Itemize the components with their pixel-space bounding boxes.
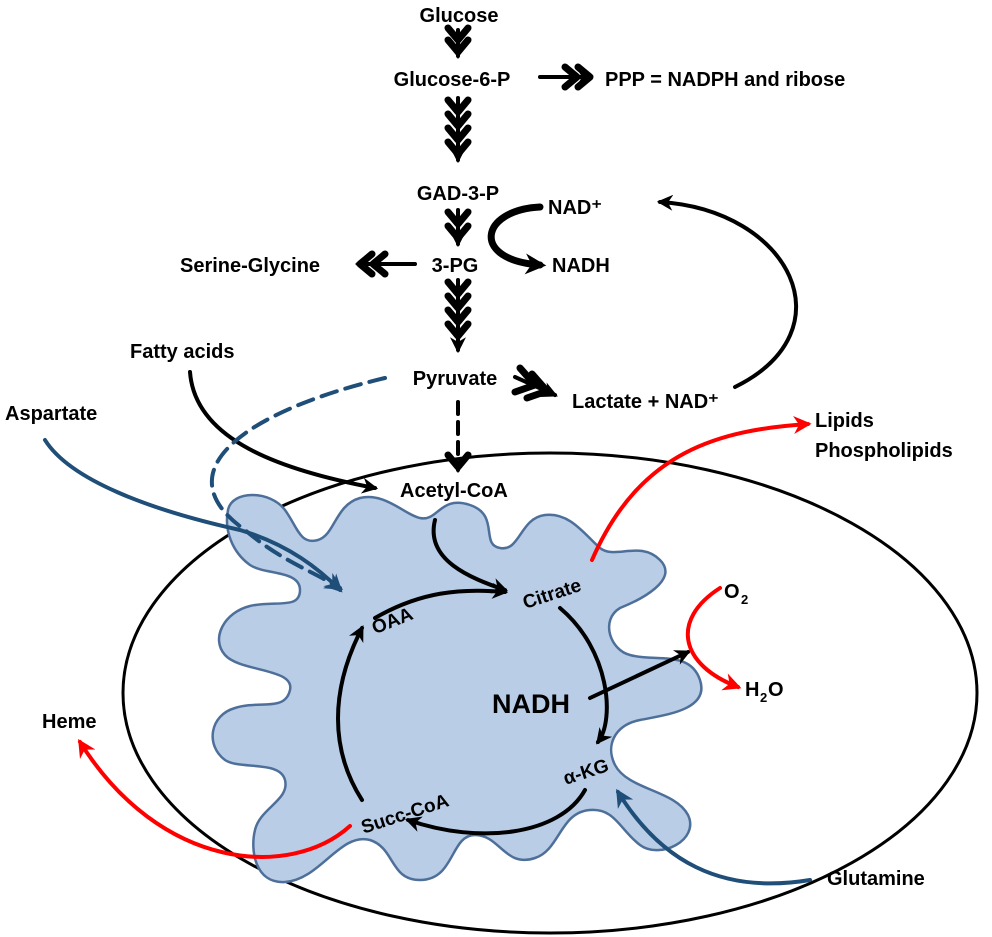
svg-text:2: 2 — [741, 592, 748, 607]
label-glucose: Glucose — [420, 5, 499, 27]
arrow-lactate-nad-loop — [656, 194, 798, 389]
label-h2o: H 2 O — [745, 679, 784, 705]
glycolysis-arrows — [444, 24, 472, 474]
mitochondrion-shape — [211, 493, 703, 884]
arrow-glutamine-akg — [616, 788, 812, 886]
lactate-chevrons — [511, 364, 551, 402]
arrow-citrate-lipids — [590, 416, 812, 562]
arrow-oaa-citrate — [373, 582, 509, 620]
svg-text:H: H — [745, 679, 759, 701]
label-serine-glycine: Serine-Glycine — [180, 255, 320, 277]
svg-text:O: O — [768, 679, 784, 701]
label-o2: O 2 — [724, 581, 748, 607]
label-pyruvate: Pyruvate — [413, 368, 498, 390]
arrow-citrate-akg — [558, 606, 613, 745]
label-glucose-6-p: Glucose-6-P — [394, 69, 511, 91]
arrow-aspartate-oaa — [43, 438, 343, 593]
arrow-nad-nadh — [487, 203, 547, 275]
label-lactate-nad: Lactate + NAD⁺ — [572, 391, 719, 413]
serine-chevrons — [356, 250, 389, 278]
arrow-succcoa-heme — [78, 738, 352, 859]
label-gad-3-p: GAD-3-P — [417, 183, 499, 205]
svg-text:O: O — [724, 581, 740, 603]
arrow-nadh-etc — [588, 650, 691, 700]
arrow-succcoa-oaa — [336, 625, 364, 802]
label-fatty-acids: Fatty acids — [130, 341, 234, 363]
label-nad-plus: NAD⁺ — [548, 197, 602, 219]
arrow-fattyacids-acetylcoa — [188, 370, 379, 494]
label-acetyl-coa: Acetyl-CoA — [400, 480, 508, 502]
label-lipids: Lipids — [815, 410, 874, 432]
label-phospholipids: Phospholipids — [815, 440, 953, 462]
label-nadh-small: NADH — [552, 255, 610, 277]
arrow-o2-h2o — [685, 586, 742, 691]
label-heme: Heme — [42, 711, 96, 733]
cell-outline — [121, 451, 979, 935]
arrow-akg-succcoa — [404, 788, 587, 836]
arrow-pyruvate-oaa-dashed — [209, 376, 387, 590]
label-3-pg: 3-PG — [432, 255, 479, 277]
label-glutamine: Glutamine — [827, 868, 925, 890]
label-nadh-big: NADH — [492, 689, 570, 719]
svg-text:2: 2 — [760, 690, 767, 705]
label-aspartate: Aspartate — [5, 403, 97, 425]
label-ppp: PPP = NADPH and ribose — [605, 69, 845, 91]
ppp-chevrons — [561, 63, 594, 91]
